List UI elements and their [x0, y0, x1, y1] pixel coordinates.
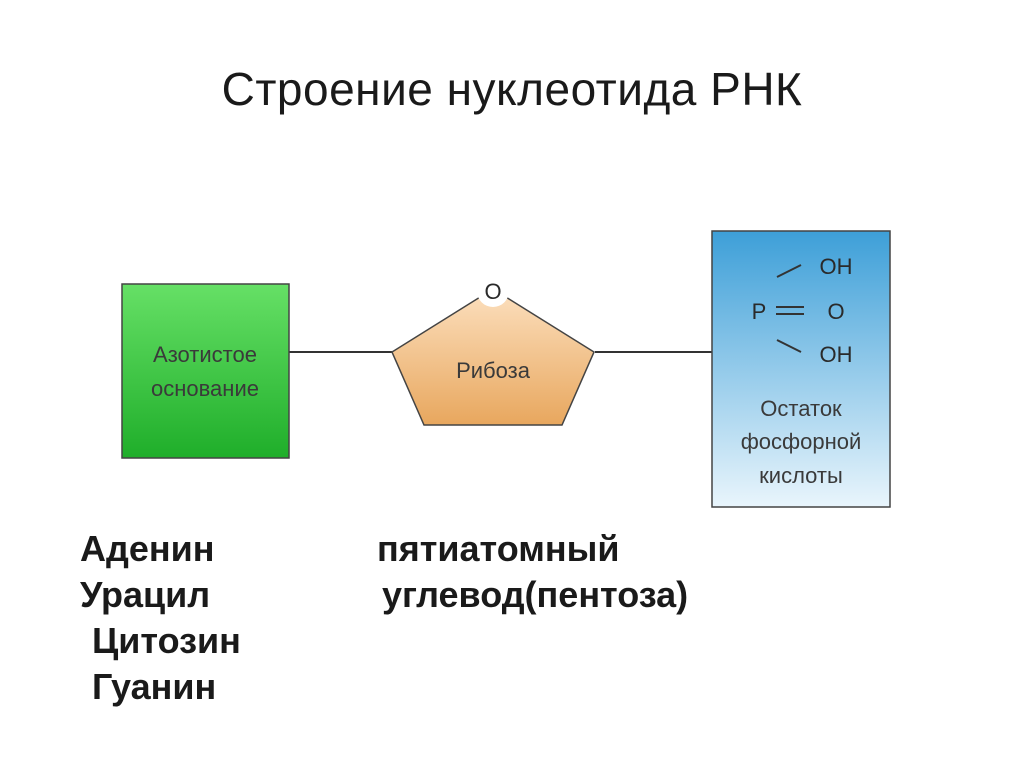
phosphate-caption-line1: Остаток: [760, 396, 842, 421]
bond-p-oh-top: [776, 264, 802, 278]
base-name-cytosine: Цитозин: [92, 620, 241, 661]
bond-p-oh-bottom: [776, 339, 802, 353]
ring-oxygen-bg: [477, 275, 509, 307]
hydroxyl-bottom: OH: [820, 342, 853, 367]
phosphate-box: P OH O OH Остаток фосфорной кислоты: [711, 230, 891, 508]
base-name-guanine: Гуанин: [92, 666, 217, 707]
phosphorus-atom: P: [752, 299, 767, 324]
base-name-adenine: Аденин: [80, 528, 215, 569]
ribose-label: Рибоза: [456, 358, 531, 383]
ring-oxygen: O: [484, 279, 501, 304]
ribose-pentagon: O Рибоза: [391, 275, 595, 426]
slide-title: Строение нуклеотида РНК: [221, 63, 803, 115]
sugar-description-line2: углевод(пентоза): [382, 574, 689, 615]
phosphate-caption-line2: фосфорной: [741, 429, 862, 454]
nitrogenous-base-box: Азотистое основание: [121, 283, 290, 459]
base-label-line1: Азотистое: [153, 342, 257, 367]
base-name-uracil: Урацил: [80, 574, 211, 615]
sugar-description-line1: пятиатомный: [377, 528, 620, 569]
phosphate-caption-line3: кислоты: [759, 463, 843, 488]
oxygen-double: O: [827, 299, 844, 324]
base-label-line2: основание: [151, 376, 259, 401]
hydroxyl-top: OH: [820, 254, 853, 279]
